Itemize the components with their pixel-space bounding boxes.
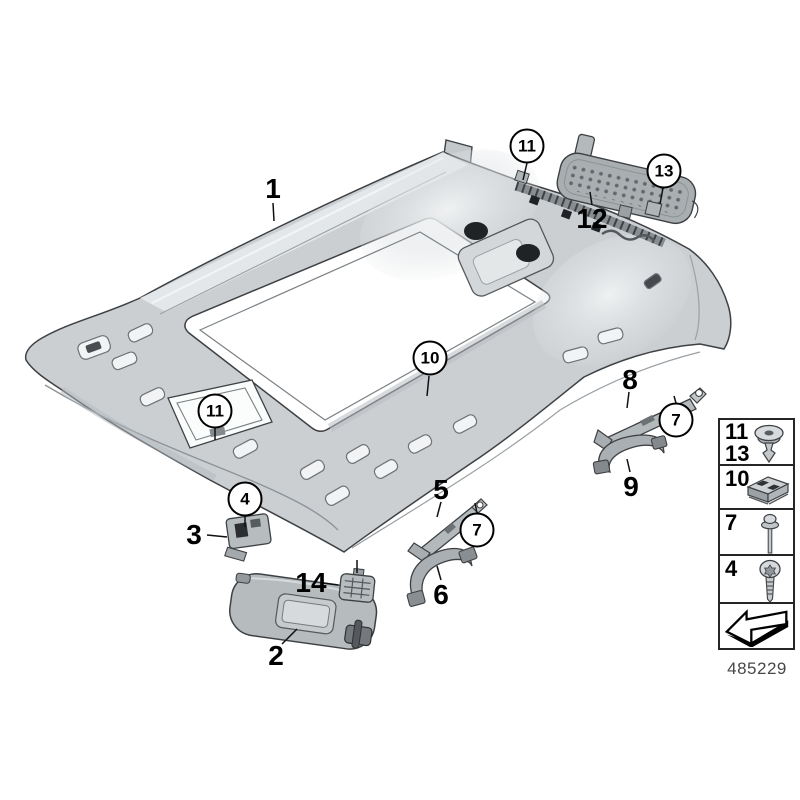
legend-row-rivet: 7: [720, 510, 793, 556]
legend-label: 10: [725, 466, 750, 491]
part-grab-handle-6: [406, 546, 478, 607]
legend-label: 4: [725, 556, 738, 581]
legend-row-screw: 4: [720, 556, 793, 604]
blind-rivet-icon: [760, 513, 780, 554]
callout-2[interactable]: 2: [268, 640, 284, 671]
callout-10[interactable]: 10: [412, 340, 448, 376]
callout-14[interactable]: 14: [295, 567, 327, 598]
callout-11[interactable]: 11: [197, 393, 233, 429]
callout-11[interactable]: 11: [509, 128, 545, 164]
legend-label: 7: [725, 510, 738, 535]
legend-row-cage-clip: 10: [720, 466, 793, 510]
clip-detail: [644, 200, 663, 218]
legend-label: 11: [725, 419, 749, 444]
console-knob: [516, 244, 540, 262]
callout-5[interactable]: 5: [433, 474, 449, 505]
clip-detail: [514, 169, 530, 185]
callout-13[interactable]: 13: [646, 153, 682, 189]
direction-arrow-icon: [724, 609, 789, 647]
figure-number: 485229: [727, 659, 787, 678]
part-clip-3: [224, 513, 272, 562]
callout-3[interactable]: 3: [186, 519, 202, 550]
console-knob: [464, 222, 488, 240]
torx-screw-icon: [759, 559, 781, 603]
mounting-cutouts: [77, 273, 662, 506]
part-grab-handle-9: [592, 434, 668, 475]
grommet-rivet-clip-icon: [754, 424, 784, 464]
callout-12[interactable]: 12: [576, 203, 608, 234]
legend-row-grommet: 11 13: [720, 420, 793, 466]
legend-row-direction: [720, 604, 793, 648]
legend-label: 13: [725, 441, 750, 466]
cage-clip-icon: [746, 476, 790, 505]
part-clip-14: [338, 568, 376, 603]
callout-6[interactable]: 6: [433, 579, 449, 610]
callout-7[interactable]: 7: [658, 402, 694, 438]
callout-7[interactable]: 7: [459, 512, 495, 548]
part-rear-panel: [556, 133, 699, 225]
leader-lines: [206, 162, 677, 645]
legend-table: 11 13 10 7: [718, 418, 795, 650]
callout-8[interactable]: 8: [622, 364, 638, 395]
callout-4[interactable]: 4: [227, 481, 263, 517]
callout-9[interactable]: 9: [623, 471, 639, 502]
callout-1[interactable]: 1: [265, 173, 281, 204]
